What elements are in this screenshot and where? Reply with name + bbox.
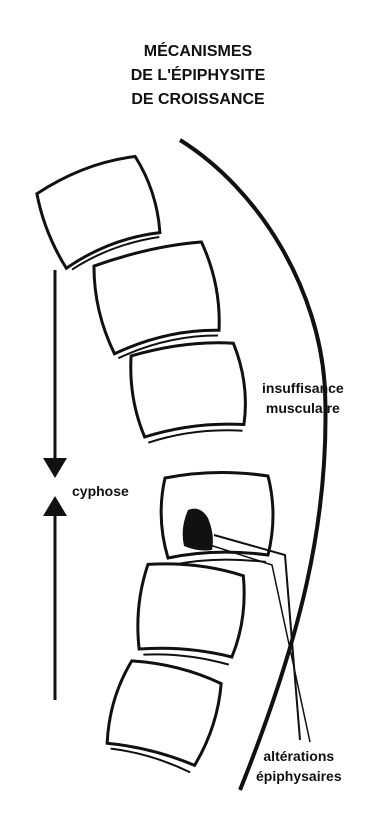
label-cyphose: cyphose [72,483,129,499]
diagram-title: MÉCANISMES DE L'ÉPIPHYSITE DE CROISSANCE [88,40,308,112]
label-epiphyseal-alterations: altérations épiphysaires [256,746,342,786]
arrow-up-head [43,496,67,516]
title-line-2: DE L'ÉPIPHYSITE [88,64,308,88]
vertebra-3 [128,339,249,444]
label-muscle-insufficiency: insuffisance musculaire [262,378,344,418]
label-epi-line-2: épiphysaires [256,766,342,786]
arrow-down-head [43,458,67,478]
label-epi-line-1: altérations [256,746,342,766]
vertebra-5 [132,558,249,667]
title-line-1: MÉCANISMES [88,40,308,64]
title-line-3: DE CROISSANCE [88,88,308,112]
label-muscle-line-2: musculaire [262,398,344,418]
label-muscle-line-1: insuffisance [262,378,344,398]
vertebra-6 [100,652,227,777]
vertebra-4 [161,472,273,565]
